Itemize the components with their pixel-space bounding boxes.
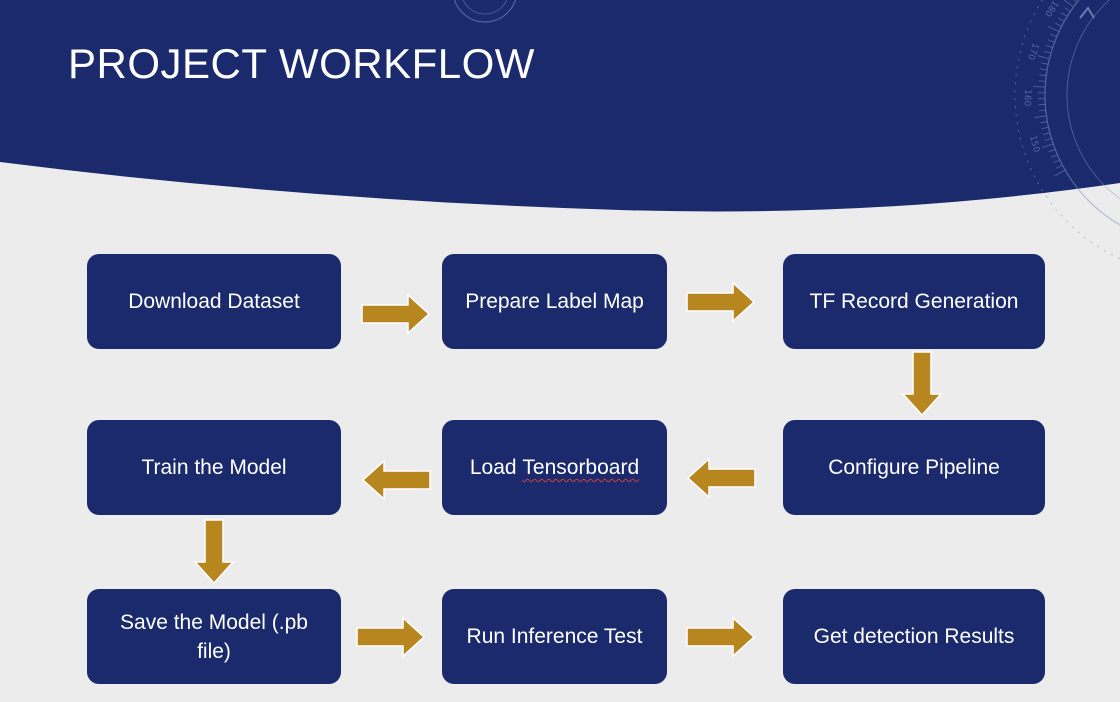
slide-title: PROJECT WORKFLOW — [68, 40, 535, 87]
compass-tick — [1073, 0, 1078, 3]
compass-tick — [1064, 7, 1071, 12]
step-save-the-model: Save the Model (.pb file) — [87, 589, 341, 684]
compass-tick — [1050, 154, 1058, 158]
compass-tick — [1039, 74, 1047, 77]
compass-tick — [1055, 22, 1062, 27]
step-label: Run Inference Test — [466, 625, 643, 648]
step-label: Load Tensorboard — [469, 456, 640, 479]
step-label: Prepare Label Map — [465, 290, 644, 313]
step-label: Train the Model — [141, 456, 287, 479]
compass-tick — [1042, 132, 1050, 135]
compass-tick — [1038, 109, 1046, 112]
arrow-left-icon — [686, 457, 756, 499]
compass-tick — [1038, 80, 1046, 82]
compass-number: 160 — [1021, 89, 1032, 107]
step-prepare-label-map: Prepare Label Map — [442, 254, 667, 349]
step-tf-record-generation: TF Record Generation — [783, 254, 1045, 349]
compass-tick — [1041, 62, 1049, 65]
arrow-left-icon — [361, 459, 431, 501]
step-label: Save the Model (.pb file) — [120, 610, 308, 663]
compass-tick — [1058, 17, 1065, 22]
step-run-inference-test: Run Inference Test — [442, 589, 667, 684]
compass-tick — [1054, 169, 1066, 177]
step-label: Download Dataset — [128, 290, 300, 313]
arrow-right-icon — [686, 616, 756, 658]
arrow-down-icon — [901, 351, 943, 417]
step-get-detection-results: Get detection Results — [783, 589, 1045, 684]
compass-number: 150 — [1027, 134, 1041, 153]
step-label: Configure Pipeline — [828, 456, 1000, 479]
step-label: TF Record Generation — [809, 290, 1019, 313]
arrow-right-icon — [356, 616, 426, 658]
compass-tick — [1041, 126, 1049, 130]
compass-tick — [1040, 121, 1048, 124]
compass-tick — [1041, 143, 1054, 149]
compass-tick — [1063, 0, 1074, 8]
compass-tick — [1044, 50, 1052, 54]
arrow-right-icon — [361, 293, 431, 335]
compass-tick — [1048, 148, 1056, 153]
compass-decoration: 200190180170160150 — [453, 0, 1120, 260]
compass-tick — [1034, 115, 1047, 118]
arrow-down-icon — [193, 519, 235, 585]
header-band — [0, 0, 1120, 212]
compass-tick — [1048, 26, 1060, 32]
compass-tick — [1061, 12, 1068, 17]
step-label: Get detection Results — [813, 625, 1015, 648]
compass-tick — [1040, 68, 1048, 71]
compass-tick — [1045, 45, 1053, 49]
compass-tick — [1044, 137, 1052, 141]
step-configure-pipeline: Configure Pipeline — [783, 420, 1045, 515]
compass-tick — [1047, 39, 1055, 43]
compass-tick — [1037, 55, 1050, 60]
compass-tick — [1050, 33, 1057, 38]
step-train-the-model: Train the Model — [87, 420, 341, 515]
step-load-tensorboard: Load Tensorboard — [442, 420, 667, 515]
compass-tick — [1055, 164, 1063, 169]
arrow-right-icon — [686, 281, 756, 323]
compass-tick — [1053, 159, 1060, 164]
compass-tick — [1033, 86, 1046, 88]
step-download-dataset: Download Dataset — [87, 254, 341, 349]
